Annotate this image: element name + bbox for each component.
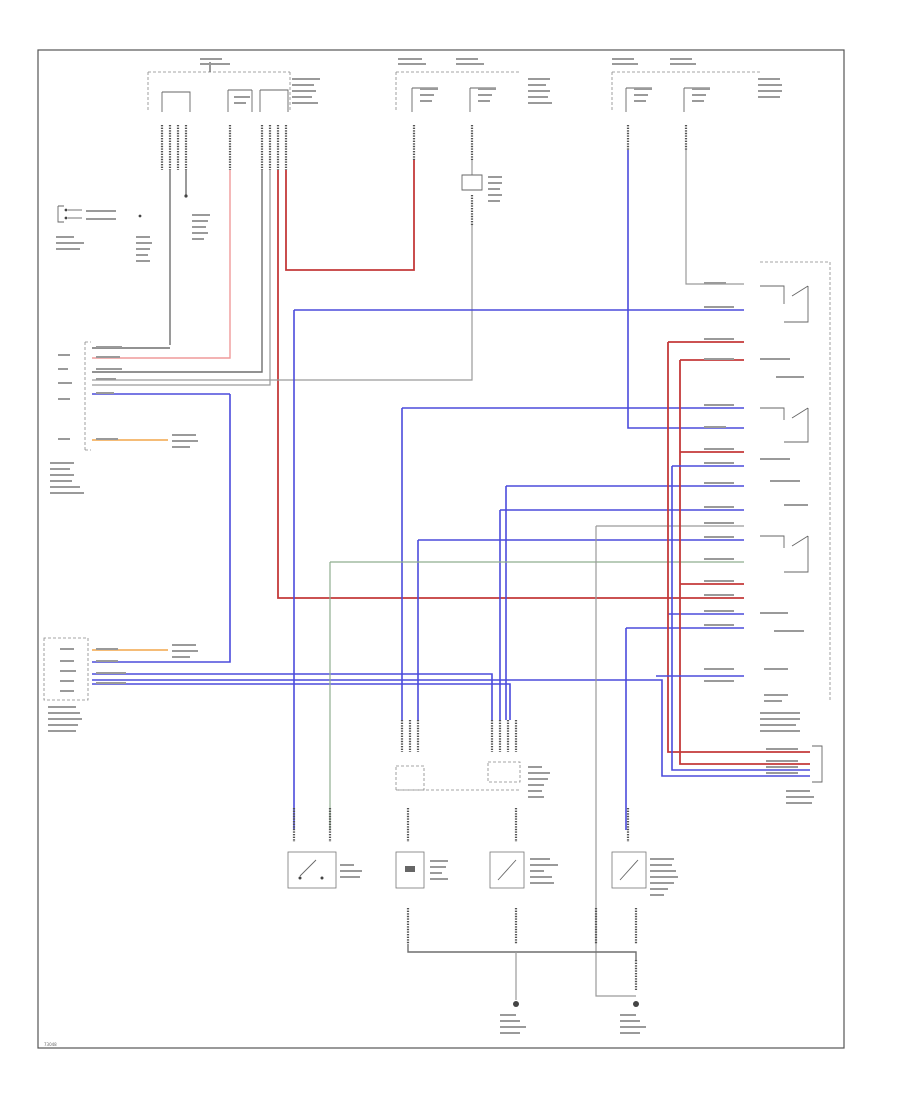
ground-icon [513, 1001, 519, 1007]
ground-wires [406, 908, 639, 1007]
wire-pink [92, 170, 231, 359]
bottom-connectors [292, 720, 630, 842]
fuse-box-right [611, 71, 760, 112]
switch-ac-pressure [287, 851, 337, 889]
fuse-box-center [395, 71, 520, 112]
wire-dgray-ecu [92, 170, 263, 373]
label-marks [48, 58, 814, 1034]
ecu-lower [43, 637, 810, 777]
page-code: 73048 [44, 1042, 57, 1047]
right-bottom-connector [812, 745, 823, 783]
wire-gray-ecu [92, 170, 271, 386]
switch-sensor-2 [489, 851, 525, 889]
switch-sensor-1 [395, 851, 425, 889]
top-connectors [160, 125, 688, 170]
relay-box-right [760, 261, 831, 700]
ground-icon [633, 1001, 639, 1007]
diagram-frame [37, 49, 845, 1049]
wire-red-top-loop [285, 160, 415, 271]
switch-sensor-3 [611, 851, 647, 889]
left-small-switch [57, 205, 142, 223]
wire-red-long [277, 170, 744, 599]
wire-blue-ecu-link [92, 394, 231, 663]
wire-gray-right-fuse [685, 150, 744, 285]
wire-gray-center [92, 225, 473, 381]
center-top-switch [461, 160, 483, 225]
fuse-box-left [147, 62, 291, 112]
